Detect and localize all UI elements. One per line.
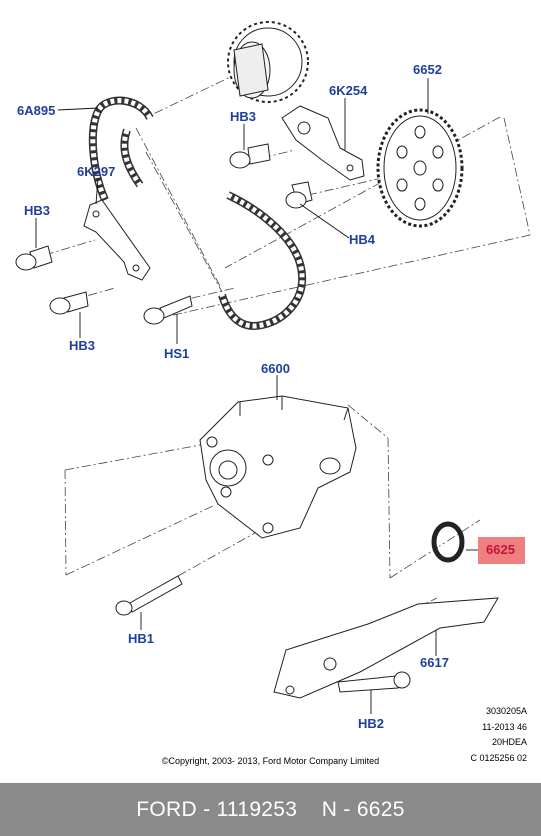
o-ring [431, 521, 465, 563]
diagram-drawing [15, 21, 531, 714]
bolt-hb3-top [229, 143, 271, 169]
label-6k254[interactable]: 6K254 [329, 83, 368, 98]
chain-tensioner [281, 105, 365, 181]
oil-pump-body [199, 395, 357, 539]
bolt-hb3-left [15, 245, 53, 271]
label-6600[interactable]: 6600 [261, 361, 290, 376]
label-6a895[interactable]: 6A895 [17, 103, 56, 118]
label-6625[interactable]: 6625 [486, 542, 515, 557]
footer-bar: FORD - 1119253 N - 6625 [0, 783, 541, 836]
timing-chain-right [218, 191, 307, 330]
highlight-box [478, 537, 525, 564]
label-6617[interactable]: 6617 [420, 655, 449, 670]
drawing-code-line: C 0125256 02 [470, 752, 527, 763]
label-hb1[interactable]: HB1 [128, 631, 155, 646]
footer-ref: N - 6625 [321, 798, 405, 821]
parts-diagram: 6A895 6K297 HB3 HB3 HB3 HS1 6K254 6652 H… [15, 21, 531, 766]
bolt-hb4 [285, 181, 313, 209]
leader-lines [35, 78, 478, 714]
oil-pickup-tube [273, 597, 499, 699]
timing-chain-left [88, 96, 154, 202]
pump-sprocket [376, 108, 464, 228]
drawing-code: 3030205A 11-2013 46 20HDEA C 0125256 02 [470, 704, 527, 766]
drawing-code-line: 20HDEA [491, 737, 527, 747]
label-hb3-bottom[interactable]: HB3 [69, 338, 96, 353]
label-hb3-left[interactable]: HB3 [24, 203, 51, 218]
crank-sprocket [227, 21, 309, 103]
bolt-hb3-bottom [49, 291, 89, 315]
bolt-hb2 [337, 671, 411, 693]
drawing-code-line: 11-2013 46 [482, 721, 527, 732]
label-hb2[interactable]: HB2 [358, 716, 385, 731]
bolt-hb1 [115, 575, 183, 616]
label-6652[interactable]: 6652 [413, 62, 442, 77]
chain-guide [83, 199, 151, 281]
drawing-code-line: 3030205A [485, 706, 527, 716]
label-hs1[interactable]: HS1 [164, 346, 190, 361]
label-hb3-top[interactable]: HB3 [230, 109, 257, 124]
copyright-notice: ©Copyright, 2003- 2013, Ford Motor Compa… [161, 756, 380, 766]
bolt-hs1 [143, 295, 193, 325]
label-hb4[interactable]: HB4 [349, 232, 376, 247]
label-6k297[interactable]: 6K297 [77, 164, 116, 179]
footer-part-number: FORD - 1119253 [136, 798, 298, 821]
footer-spacer [297, 798, 322, 821]
